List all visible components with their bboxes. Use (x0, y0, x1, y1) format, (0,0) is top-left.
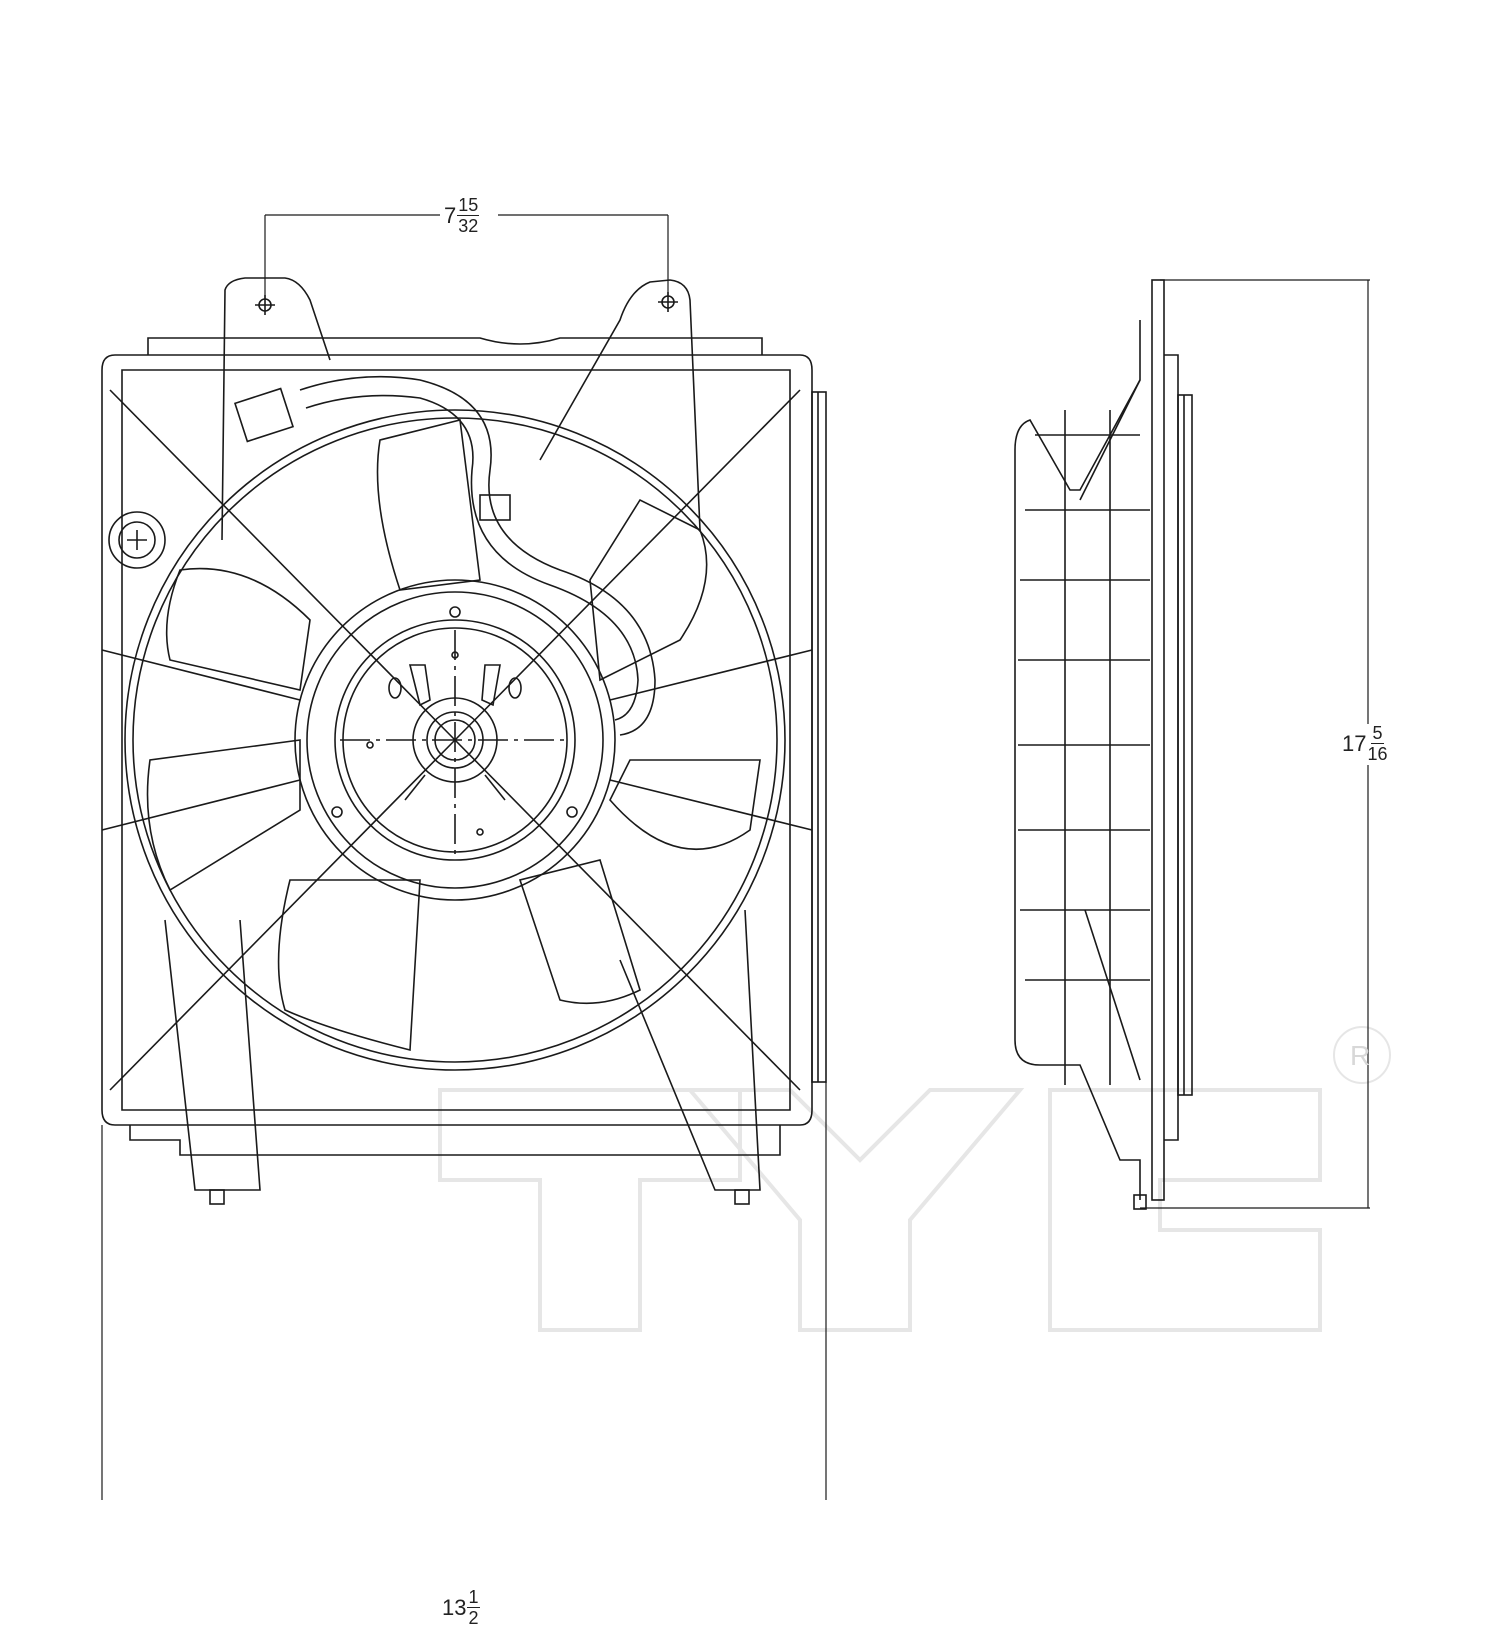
technical-drawing (101, 214, 1391, 1500)
front-view (101, 277, 827, 1205)
registered-mark-text: R (1350, 1040, 1371, 1071)
dimension-fraction: 15 32 (457, 195, 480, 236)
dimension-numerator: 1 (467, 1587, 480, 1608)
dimension-denominator: 2 (468, 1608, 479, 1628)
dimension-overall-width: 13 1 2 (442, 1588, 480, 1627)
dimension-fraction: 1 2 (467, 1587, 480, 1628)
dimension-lines (101, 214, 1370, 1500)
dimension-mount-spacing: 7 15 32 (444, 195, 480, 236)
dimension-numerator: 15 (457, 195, 480, 216)
dimension-fraction: 5 16 (1367, 724, 1387, 763)
dimension-overall-height: 17 5 16 (1342, 724, 1388, 763)
dimension-whole: 17 (1342, 730, 1367, 756)
registered-mark: R (1350, 1040, 1370, 1072)
tyc-watermark (438, 1026, 1391, 1332)
dimension-denominator: 16 (1367, 744, 1388, 764)
side-view (1014, 279, 1193, 1210)
dimension-whole: 7 (444, 202, 457, 228)
dimension-numerator: 5 (1371, 723, 1384, 744)
dimension-denominator: 32 (458, 216, 479, 236)
dimension-whole: 13 (442, 1594, 467, 1620)
